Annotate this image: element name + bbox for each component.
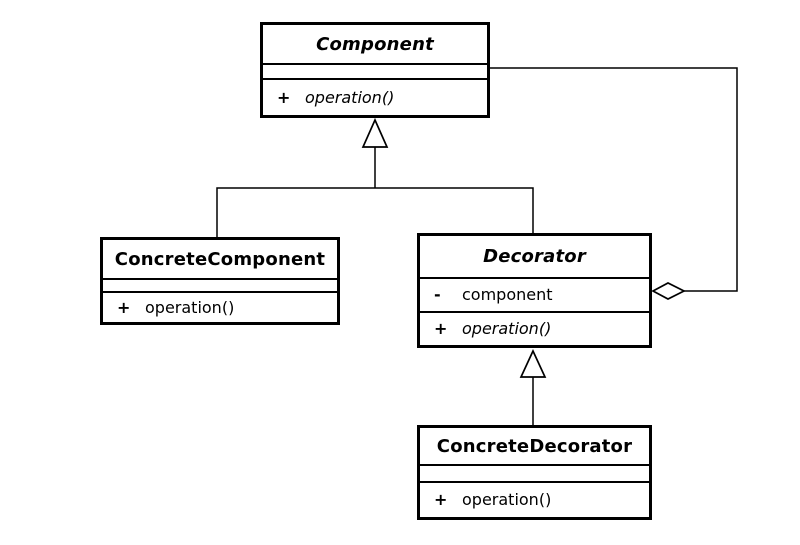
visibility-symbol: + — [434, 319, 448, 338]
attributes-compartment-component — [263, 63, 487, 78]
visibility-symbol: - — [434, 285, 441, 304]
aggregation-line-decorator-to-component — [490, 67, 738, 292]
operation-row: + operation() — [263, 87, 487, 107]
attributes-compartment-concrete-decorator — [420, 464, 649, 481]
aggregation-diamond-icon — [651, 282, 686, 300]
operations-compartment-component: + operation() — [263, 78, 487, 115]
class-box-concrete-decorator: ConcreteDecorator + operation() — [417, 425, 652, 520]
attribute-row: - component — [420, 287, 649, 303]
operation-name: operation() — [145, 297, 235, 317]
visibility-symbol: + — [434, 490, 448, 509]
class-name-concrete-decorator: ConcreteDecorator — [436, 435, 633, 457]
attributes-compartment-concrete-component — [103, 278, 337, 291]
operations-compartment-concrete-component: + operation() — [103, 291, 337, 322]
generalization-line-subclasses-to-component — [216, 146, 534, 237]
class-name-component: Component — [316, 33, 434, 55]
generalization-triangle-component — [361, 117, 389, 148]
operation-row: + operation() — [420, 492, 649, 508]
operation-row: + operation() — [420, 321, 649, 337]
operations-compartment-concrete-decorator: + operation() — [420, 481, 649, 517]
class-name-decorator: Decorator — [483, 246, 586, 267]
operation-name: operation() — [462, 490, 552, 509]
generalization-triangle-decorator — [519, 348, 547, 378]
visibility-symbol: + — [277, 87, 291, 107]
class-box-concrete-component: ConcreteComponent + operation() — [100, 237, 340, 325]
operation-name: operation() — [462, 319, 552, 338]
class-name-concrete-component: ConcreteComponent — [114, 248, 326, 270]
operation-name: operation() — [305, 87, 395, 107]
operations-compartment-decorator: + operation() — [420, 311, 649, 345]
attributes-compartment-decorator: - component — [420, 277, 649, 311]
visibility-symbol: + — [117, 297, 131, 317]
operation-row: + operation() — [103, 297, 337, 317]
class-box-component: Component + operation() — [260, 22, 490, 118]
attribute-name: component — [462, 285, 553, 304]
class-box-decorator: Decorator - component + operation() — [417, 233, 652, 348]
